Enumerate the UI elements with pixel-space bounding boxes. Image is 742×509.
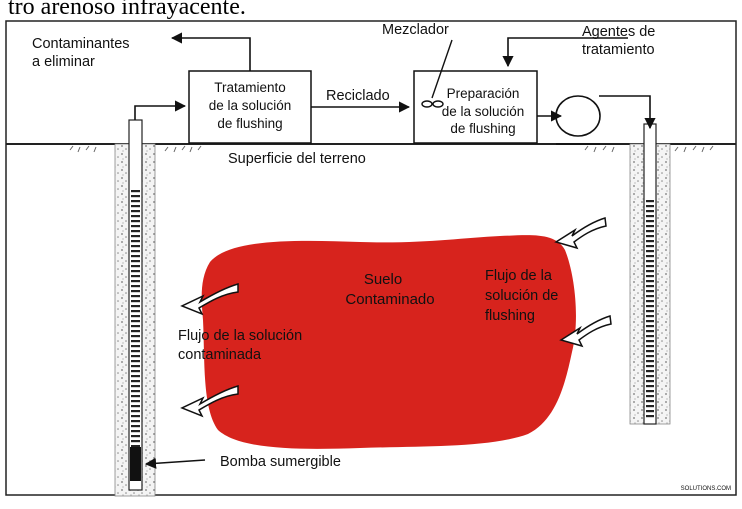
svg-text:Preparación: Preparación xyxy=(447,86,520,101)
treatment-box: Tratamiento de la solución de flushing xyxy=(188,70,312,144)
flow-out-label-2: contaminada xyxy=(178,347,262,363)
flow-out-label: Flujo de la solución xyxy=(178,328,302,344)
watermark: SOLUTIONS.COM xyxy=(681,486,731,492)
flow-in-label-2: solución de xyxy=(485,288,558,304)
ground-surface-label: Superficie del terreno xyxy=(228,151,366,167)
process-arrows xyxy=(134,32,656,469)
flow-arrows xyxy=(180,217,612,418)
flow-in-label-3: flushing xyxy=(485,308,535,324)
contaminated-soil-plume xyxy=(201,235,576,449)
pump-label: Bomba sumergible xyxy=(220,454,341,470)
agents-label-2: tratamiento xyxy=(582,42,655,58)
flow-in-label: Flujo de la xyxy=(485,268,553,284)
soil-label-2: Contaminado xyxy=(345,291,434,308)
mixer-label: Mezclador xyxy=(382,22,449,38)
svg-text:Tratamiento: Tratamiento xyxy=(214,80,286,95)
preparation-box: Preparación de la solución de flushing xyxy=(413,70,538,144)
contaminants-label-2: a eliminar xyxy=(32,54,95,70)
recycled-label: Reciclado xyxy=(326,88,390,104)
soil-label: Suelo xyxy=(364,271,402,288)
agents-label: Agentes de xyxy=(582,24,655,40)
svg-text:de flushing: de flushing xyxy=(450,121,515,136)
mixer-icon xyxy=(421,39,453,108)
svg-text:de la solución: de la solución xyxy=(442,104,525,119)
extraction-well xyxy=(114,119,156,497)
svg-text:de la solución: de la solución xyxy=(209,98,292,113)
submersible-pump xyxy=(130,447,141,481)
contaminants-label: Contaminantes xyxy=(32,36,130,52)
grass-marks xyxy=(69,145,714,153)
top-caption: tro arenoso infrayacente. xyxy=(8,0,246,20)
injection-well xyxy=(629,123,671,425)
svg-text:de flushing: de flushing xyxy=(217,116,282,131)
